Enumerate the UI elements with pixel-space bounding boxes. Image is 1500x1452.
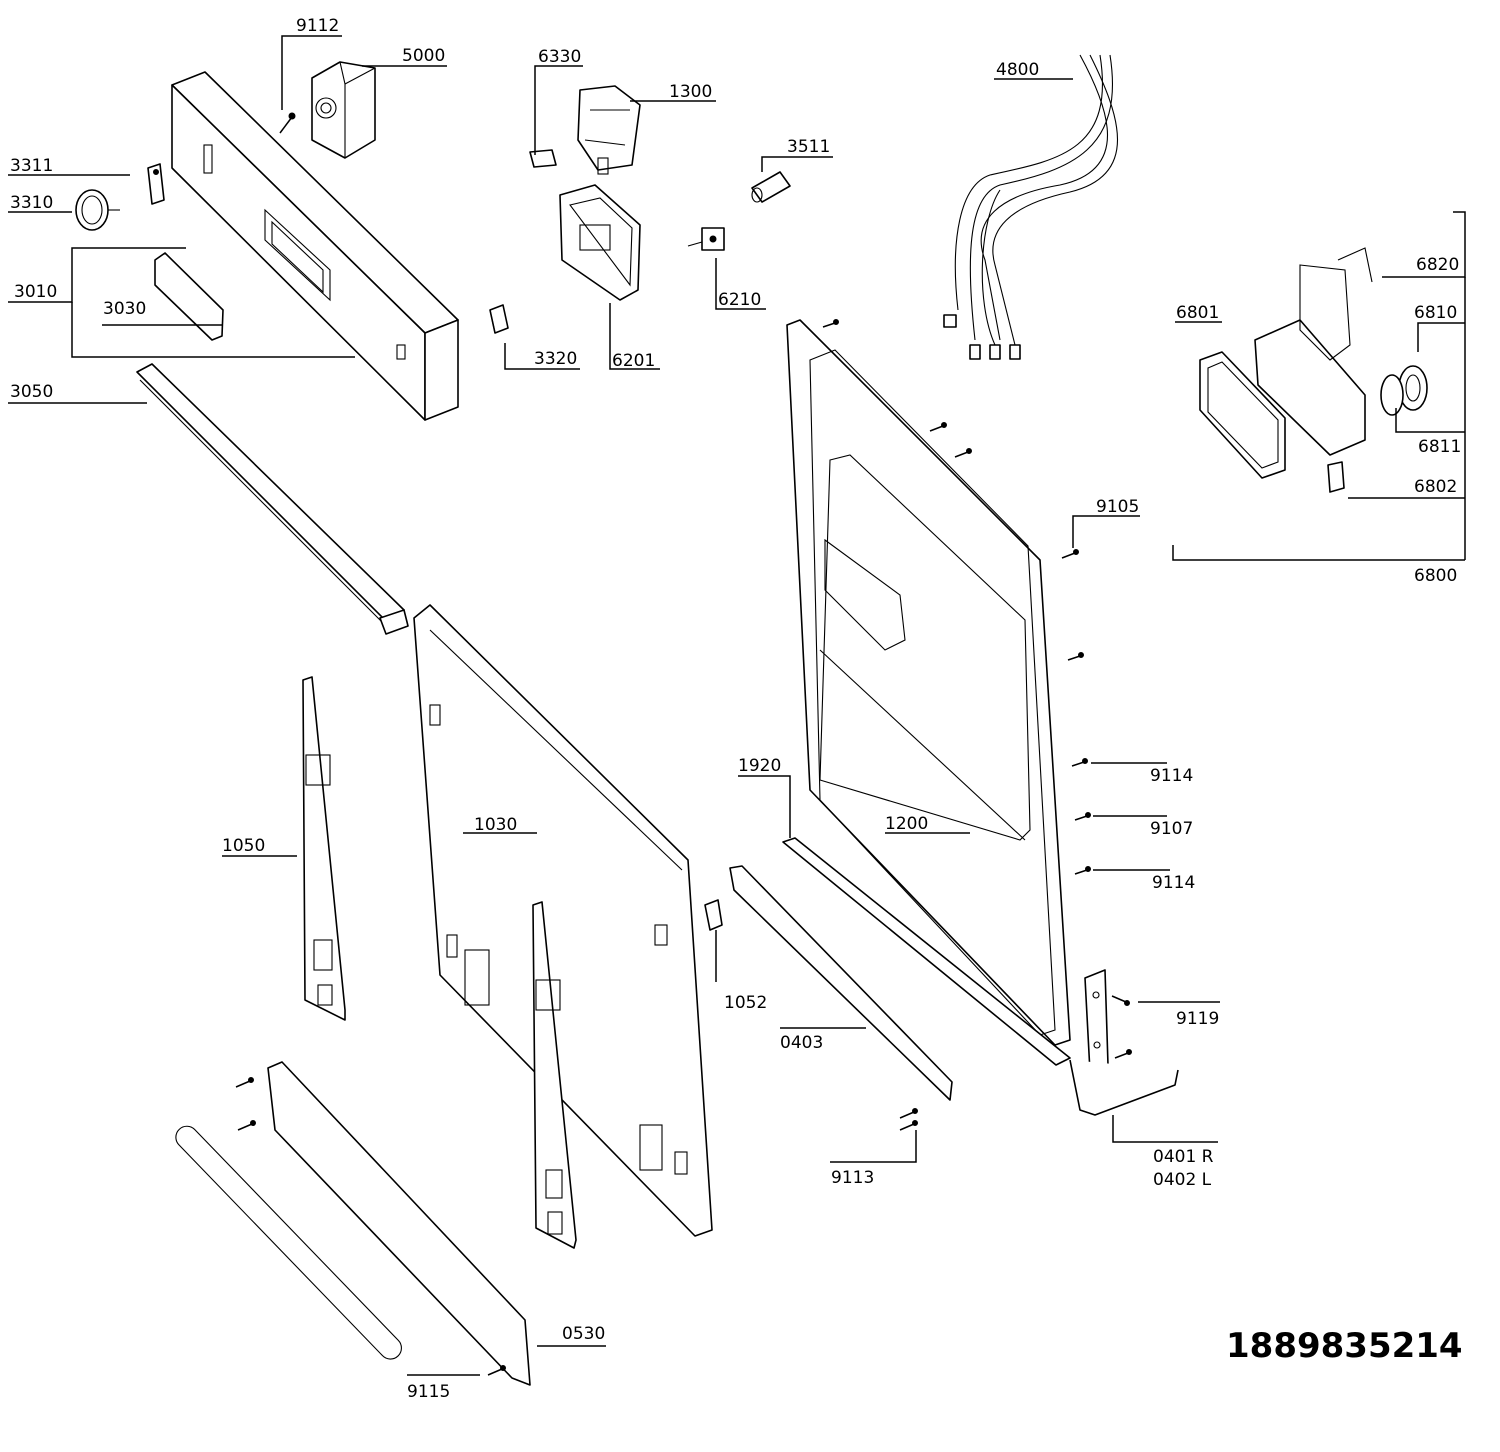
- part-1030-inner-panel: [413, 604, 713, 1237]
- label-1200: 1200: [885, 814, 928, 834]
- label-9119: 9119: [1176, 1009, 1219, 1029]
- part-3511-cylinder: [751, 171, 791, 203]
- label-9115: 9115: [407, 1382, 450, 1402]
- part-3311-clip: [147, 163, 165, 205]
- part-9112-screw: [279, 112, 296, 134]
- part-1200-outer-door: [786, 319, 1071, 1046]
- part-1300-assembly: [577, 85, 641, 175]
- label-1300: 1300: [669, 82, 712, 102]
- part-3050-rail: [136, 363, 409, 635]
- part-1052-clip: [704, 899, 723, 931]
- label-9107: 9107: [1150, 819, 1193, 839]
- part-hinge-strip-2: [532, 901, 577, 1249]
- part-0530-bottom-panel: [175, 1061, 531, 1386]
- part-6201-module: [559, 184, 641, 301]
- label-6810: 6810: [1414, 303, 1457, 323]
- label-3511: 3511: [787, 137, 830, 157]
- part-3310-knob: [75, 189, 120, 231]
- label-9112: 9112: [296, 16, 339, 36]
- label-3320: 3320: [534, 349, 577, 369]
- part-5000-module: [311, 61, 376, 159]
- document-number: 1889835214: [1226, 1326, 1463, 1366]
- label-4800: 4800: [996, 60, 1039, 80]
- part-6330-bracket: [529, 149, 557, 168]
- label-6330: 6330: [538, 47, 581, 67]
- screws: [235, 319, 1132, 1376]
- label-1030: 1030: [474, 815, 517, 835]
- label-0401-r: 0401 R: [1153, 1147, 1214, 1167]
- part-labels: 9112 5000 6330 1300 4800 3511 3311 3310 …: [10, 16, 1463, 1402]
- label-6811: 6811: [1418, 437, 1461, 457]
- label-1052: 1052: [724, 993, 767, 1013]
- label-0403: 0403: [780, 1033, 823, 1053]
- part-1920-strip: [782, 837, 1071, 1066]
- label-3050: 3050: [10, 382, 53, 402]
- label-9105: 9105: [1096, 497, 1139, 517]
- label-6801: 6801: [1176, 303, 1219, 323]
- label-6210: 6210: [718, 290, 761, 310]
- label-3311: 3311: [10, 156, 53, 176]
- label-9114-lower: 9114: [1152, 873, 1195, 893]
- part-1050-hinge-strip: [302, 676, 346, 1021]
- part-3030-strip: [154, 252, 224, 341]
- part-3320-block: [489, 304, 509, 334]
- part-3010-control-panel: [171, 71, 459, 421]
- label-1050: 1050: [222, 836, 265, 856]
- label-3030: 3030: [103, 299, 146, 319]
- label-6802: 6802: [1414, 477, 1457, 497]
- label-0530: 0530: [562, 1324, 605, 1344]
- leader-lines: [8, 35, 1466, 1376]
- part-6800-dispenser-group: [1199, 247, 1428, 493]
- label-3010: 3010: [14, 282, 57, 302]
- label-6201: 6201: [612, 351, 655, 371]
- label-5000: 5000: [402, 46, 445, 66]
- part-4800-wire-harness: [943, 54, 1118, 360]
- label-9113: 9113: [831, 1168, 874, 1188]
- label-9114-upper: 9114: [1150, 766, 1193, 786]
- part-0403-strip: [729, 865, 953, 1101]
- label-6820: 6820: [1416, 255, 1459, 275]
- part-6210-switch: [687, 227, 725, 251]
- part-0401-0402-hinge: [1069, 969, 1179, 1116]
- label-1920: 1920: [738, 756, 781, 776]
- label-6800: 6800: [1414, 566, 1457, 586]
- label-3310: 3310: [10, 193, 53, 213]
- label-0402-l: 0402 L: [1153, 1170, 1212, 1190]
